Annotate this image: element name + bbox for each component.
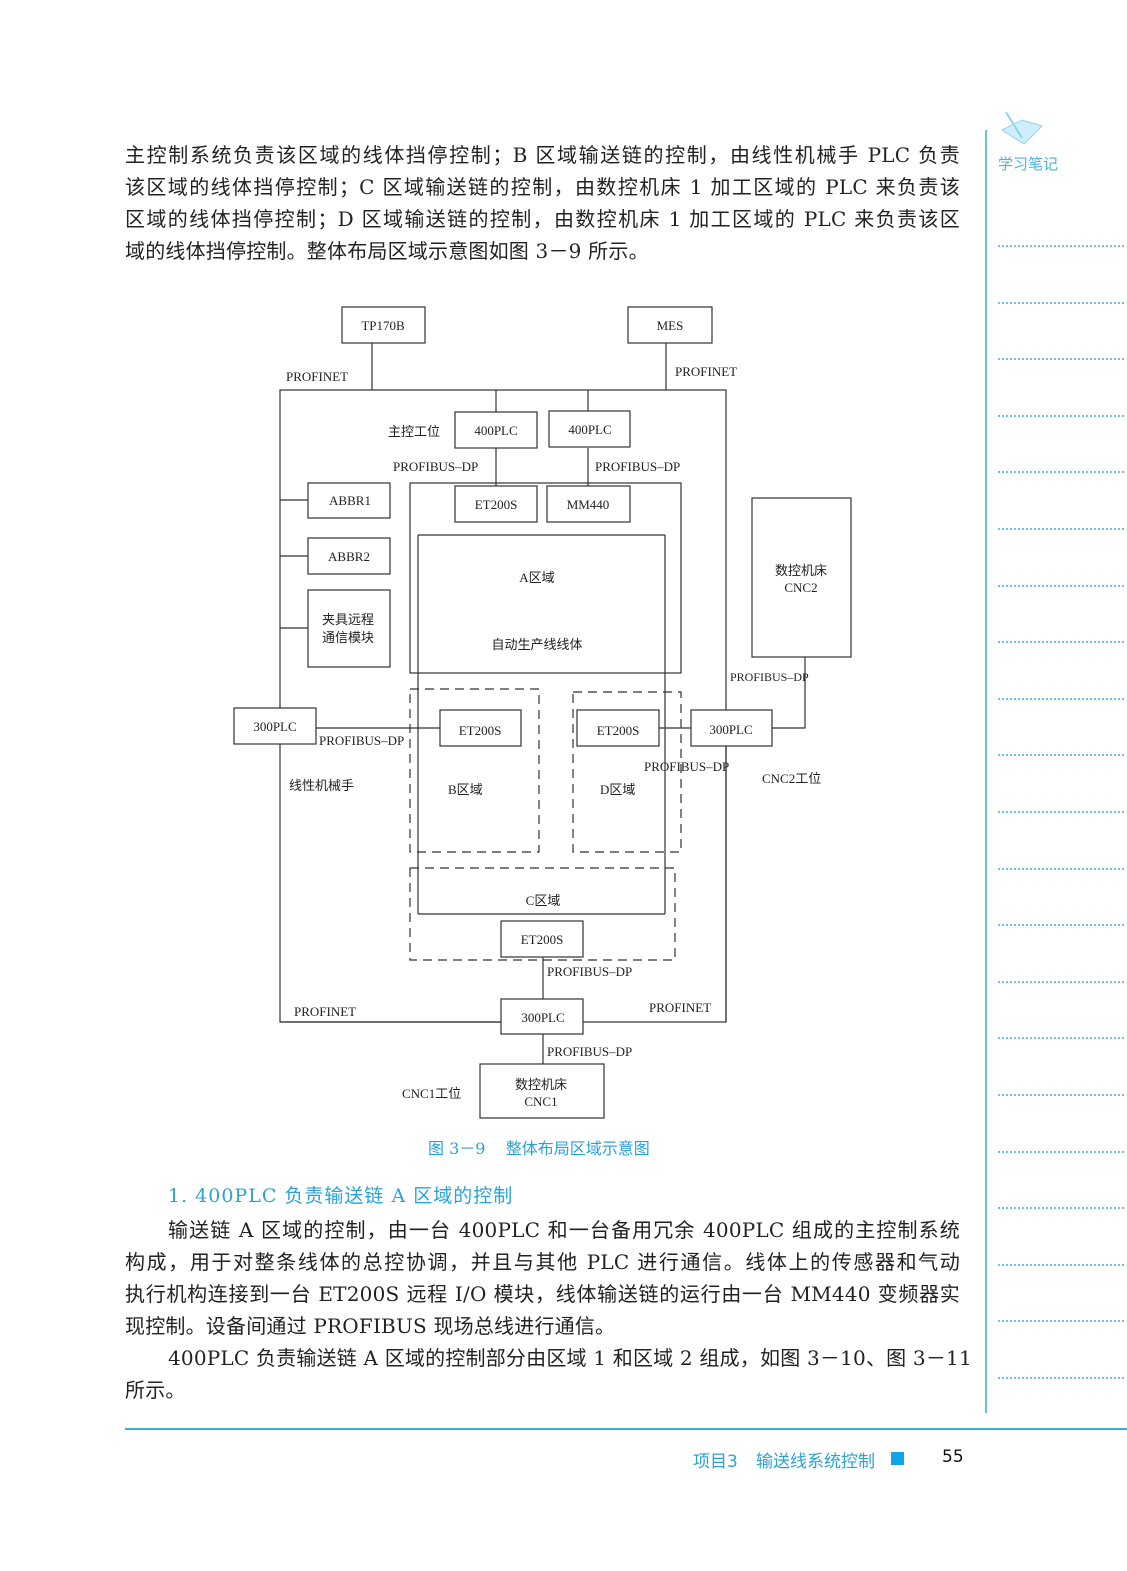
notes-margin-line (985, 130, 987, 1413)
footer-rule (125, 1428, 1127, 1430)
note-dotted-line (998, 1207, 1124, 1210)
footer-title: 输送线系统控制 (756, 1452, 875, 1472)
profibus-label: PROFIBUS–DP (547, 964, 632, 979)
zone-d-label: D区域 (600, 782, 635, 797)
body-line: 构成，用于对整条线体的总控协调，并且与其他 PLC 进行通信。线体上的传感器和气… (125, 1250, 960, 1274)
note-dotted-line (998, 471, 1124, 474)
cnc2-station-label: CNC2工位 (762, 771, 821, 786)
zone-b-label: B区域 (448, 782, 483, 797)
note-dotted-line (998, 584, 1124, 587)
note-dotted-line (998, 1320, 1124, 1323)
intro-line: 域的线体挡停控制。整体布局区域示意图如图 3－9 所示。 (125, 239, 649, 263)
intro-line: 区域的线体挡停控制；D 区域输送链的控制，由数控机床 1 加工区域的 PLC 来… (125, 207, 960, 231)
profinet-label: PROFINET (675, 364, 737, 379)
profinet-label: PROFINET (286, 369, 348, 384)
profibus-label: PROFIBUS–DP (547, 1044, 632, 1059)
profibus-label: PROFIBUS–DP (644, 759, 729, 774)
note-dotted-line (998, 301, 1124, 304)
notes-label: 学习笔记 (998, 155, 1059, 173)
abbr1-label: ABBR1 (329, 493, 371, 508)
et200s-label: ET200S (521, 932, 564, 947)
note-dotted-line (998, 414, 1124, 417)
figure-caption: 图 3－9 整体布局区域示意图 (428, 1139, 650, 1158)
body-line: 执行机构连接到一台 ET200S 远程 I/O 模块，线体输送链的运行由一台 M… (125, 1282, 960, 1306)
auto-line-label: 自动生产线线体 (491, 637, 582, 652)
body-line: 所示。 (125, 1378, 186, 1402)
note-dotted-line (998, 641, 1124, 644)
fixture-label: 夹具远程 (322, 612, 374, 627)
et200s-c-box (500, 920, 584, 958)
profinet-label: PROFINET (649, 1000, 711, 1015)
zone-c-label: C区域 (526, 893, 561, 908)
plc300-cnc1-box (500, 998, 584, 1035)
main-station-label: 主控工位 (388, 424, 440, 439)
body-line: 现控制。设备间通过 PROFIBUS 现场总线进行通信。 (125, 1314, 616, 1338)
plc400-label: 400PLC (568, 422, 611, 437)
note-dotted-line (998, 980, 1124, 983)
tp170b-box (341, 306, 426, 344)
body-line: 输送链 A 区域的控制，由一台 400PLC 和一台备用冗余 400PLC 组成… (168, 1218, 960, 1242)
note-dotted-line (998, 924, 1124, 927)
intro-line: 主控制系统负责该区域的线体挡停控制；B 区域输送链的控制，由线性机械手 PLC … (125, 143, 960, 167)
plc300-robot-box (233, 707, 317, 745)
note-dotted-line (998, 811, 1124, 813)
note-dotted-line (998, 528, 1124, 530)
cnc1-label: 数控机床 (515, 1077, 567, 1092)
et200s-d-box (576, 709, 660, 747)
fixture-label: 通信模块 (322, 630, 374, 645)
mes-box (627, 306, 713, 344)
plc300-label: 300PLC (709, 722, 752, 737)
page-number: 55 (942, 1447, 964, 1467)
layout-diagram: TP170B MES PROFINET PROFINET 主控工位 400PLC… (233, 306, 852, 1119)
notebook-icon (1000, 111, 1043, 145)
abbr2-label: ABBR2 (328, 549, 370, 564)
plc300-label: 300PLC (253, 719, 296, 734)
note-dotted-line (998, 245, 1124, 247)
profibus-label: PROFIBUS–DP (319, 733, 404, 748)
cnc1-box (479, 1063, 605, 1119)
section-heading: 1. 400PLC 负责输送链 A 区域的控制 (168, 1185, 514, 1207)
footer-chapter: 项目3 (693, 1452, 738, 1472)
abbr2-box (307, 537, 391, 575)
note-dotted-line (998, 1094, 1124, 1096)
profibus-label: PROFIBUS–DP (730, 670, 809, 684)
note-dotted-line (998, 1263, 1124, 1266)
et200s-b-box (439, 709, 522, 747)
cnc2-box (751, 497, 852, 658)
profinet-label: PROFINET (294, 1004, 356, 1019)
et200s-label: ET200S (597, 723, 640, 738)
cnc1-label: CNC1 (524, 1094, 557, 1109)
profibus-label: PROFIBUS–DP (393, 459, 478, 474)
footer-square-icon (891, 1452, 904, 1465)
note-dotted-line (998, 1150, 1124, 1153)
plc300-label: 300PLC (521, 1010, 564, 1025)
zone-a-label: A区域 (519, 570, 554, 585)
linear-robot-label: 线性机械手 (289, 778, 354, 793)
fixture-module-box (307, 589, 391, 668)
mm440-box (546, 485, 631, 523)
plc300-cnc2-box (690, 709, 773, 747)
plc400-label: 400PLC (474, 423, 517, 438)
note-dotted-line (998, 1037, 1124, 1040)
body-line: 400PLC 负责输送链 A 区域的控制部分由区域 1 和区域 2 组成，如图 … (168, 1346, 972, 1370)
intro-line: 该区域的线体挡停控制；C 区域输送链的控制，由数控机床 1 加工区域的 PLC … (125, 175, 960, 199)
note-dotted-line (998, 1377, 1124, 1379)
note-dotted-line (998, 754, 1124, 757)
mes-label: MES (657, 318, 684, 333)
note-dotted-line (998, 867, 1124, 870)
tp170b-label: TP170B (361, 318, 405, 333)
note-dotted-line (998, 697, 1124, 700)
et200s-a-box (454, 485, 538, 523)
et200s-label: ET200S (459, 723, 502, 738)
plc400-box (454, 411, 538, 449)
note-dotted-line (998, 358, 1124, 361)
cnc1-station-label: CNC1工位 (402, 1086, 461, 1101)
abbr1-box (307, 482, 391, 519)
cnc2-label: 数控机床 (775, 563, 827, 578)
plc400-backup-box (548, 410, 631, 448)
cnc2-label: CNC2 (784, 580, 817, 595)
mm440-label: MM440 (567, 497, 610, 512)
et200s-label: ET200S (475, 497, 518, 512)
profibus-label: PROFIBUS–DP (595, 459, 680, 474)
